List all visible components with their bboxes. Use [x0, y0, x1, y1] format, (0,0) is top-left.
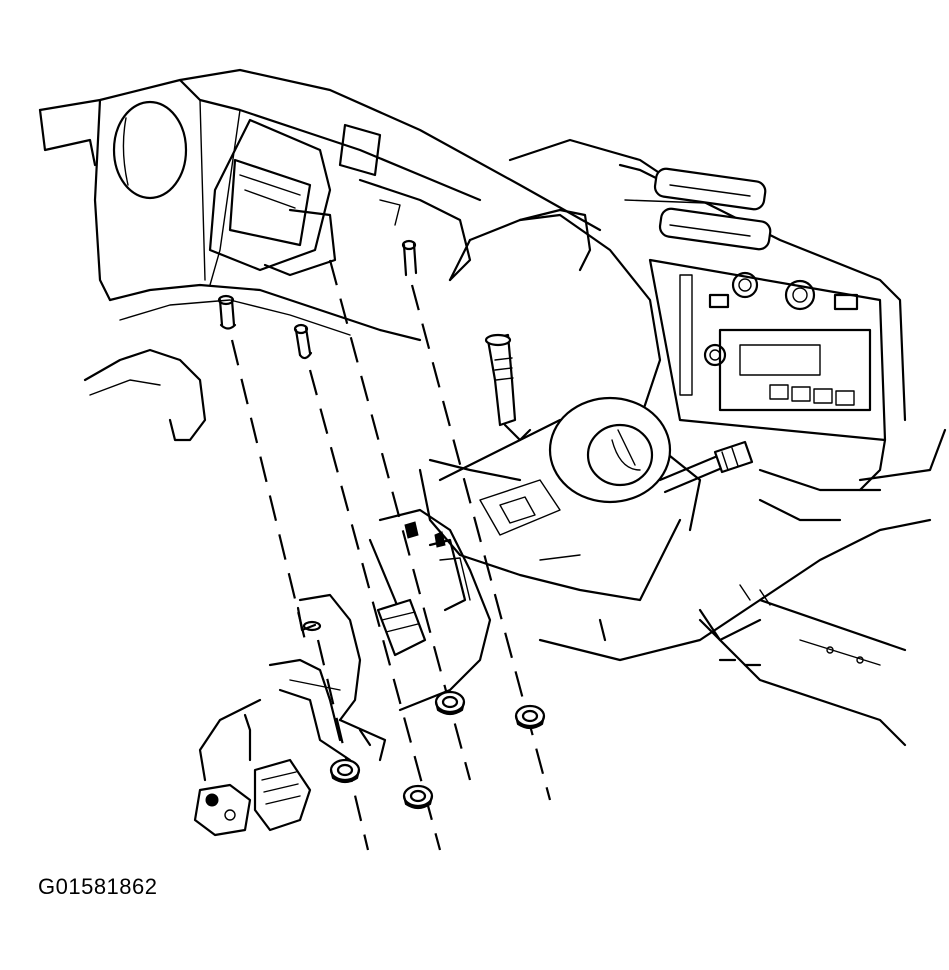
mounting-nut-3 [434, 690, 466, 716]
figure-id-label: G01581862 [38, 874, 158, 899]
turn-signal-stalk [484, 333, 532, 442]
instrument-panel-frame [38, 68, 602, 442]
column-wiring-connector [193, 758, 312, 837]
steering-column-lower [198, 508, 492, 782]
mounting-nut-4 [514, 704, 546, 730]
shift-lever [658, 440, 754, 494]
mounting-nut-1 [329, 758, 361, 784]
mounting-stud-1 [217, 294, 237, 330]
mounting-nut-2 [402, 784, 434, 810]
hvac-duct-housing [208, 118, 472, 282]
radio-climate-control-stack [508, 138, 947, 492]
knee-bolster-trim [538, 468, 932, 747]
mounting-stud-3 [401, 239, 418, 277]
round-air-vent [112, 100, 188, 200]
ignition-switch [548, 396, 672, 504]
mounting-stud-2 [293, 323, 313, 360]
